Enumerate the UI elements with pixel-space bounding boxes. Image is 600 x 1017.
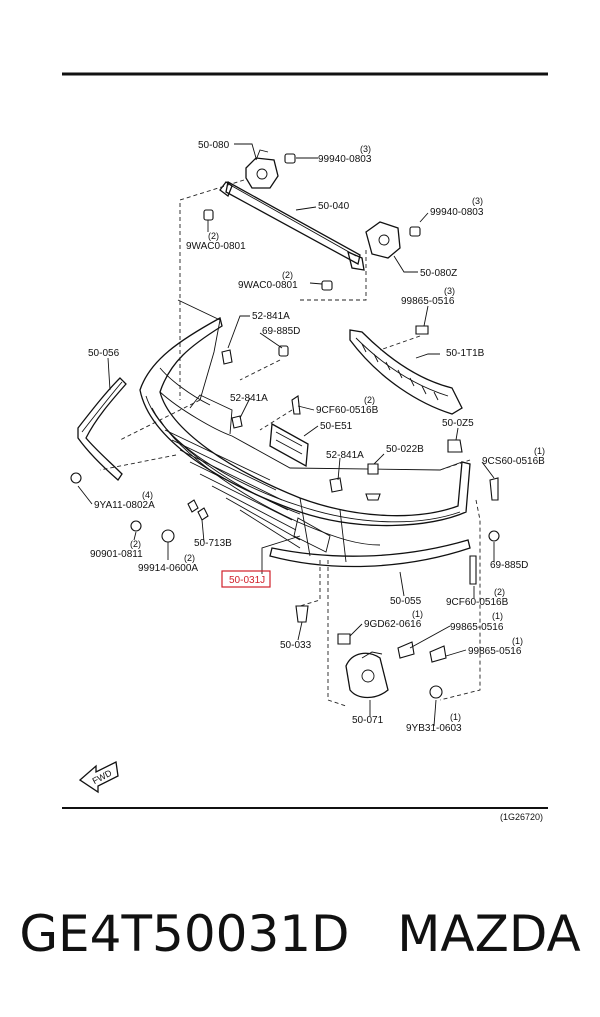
front-lip	[269, 539, 471, 568]
qty-99940-top: (3)	[360, 144, 371, 154]
label-99865-0516-top: 99865-0516	[401, 296, 455, 307]
label-9ya11-0802a: 9YA11-0802A	[94, 500, 155, 511]
qty-99865-top: (3)	[444, 286, 455, 296]
assembly-lines	[99, 179, 481, 707]
reinforcement-beam	[219, 181, 365, 271]
label-99940-0803-right: 99940-0803	[430, 207, 484, 218]
lamp-bracket	[345, 651, 389, 699]
label-50-0z5: 50-0Z5	[442, 418, 474, 429]
qty-99914: (2)	[184, 553, 195, 563]
nut-hardware	[203, 153, 421, 357]
label-50-713b: 50-713B	[194, 538, 232, 549]
parts-diagram: FWD 50-080 (3) 99940-0803 50-040 (3) 999…	[62, 72, 548, 822]
qty-9yb: (1)	[450, 712, 461, 722]
label-9yb31-0603: 9YB31-0603	[406, 723, 462, 734]
bracket-right	[365, 221, 401, 259]
label-9cs60-0516b: 9CS60-0516B	[482, 456, 545, 467]
fwd-arrow-icon: FWD	[78, 761, 119, 794]
highlight-box	[221, 570, 271, 588]
label-9cf60-0516b-low: 9CF60-0516B	[446, 597, 509, 608]
qty-90901: (2)	[130, 539, 141, 549]
label-90901-0811: 90901-0811	[90, 549, 143, 560]
small-hardware	[70, 325, 500, 699]
brand-name: MAZDA	[397, 905, 581, 963]
bumper-cover	[139, 299, 471, 563]
label-50-080: 50-080	[198, 140, 230, 151]
label-9wac0-0801-mid: 9WAC0-0801	[238, 280, 298, 291]
label-9gd62-0616: 9GD62-0616	[364, 619, 422, 630]
license-bracket	[269, 422, 309, 468]
qty-9ya: (4)	[142, 490, 153, 500]
label-50-040: 50-040	[318, 201, 350, 212]
part-labels: 50-080 (3) 99940-0803 50-040 (3) 99940-0…	[88, 140, 545, 822]
label-50-e51: 50-E51	[320, 421, 353, 432]
qty-99865-b: (1)	[512, 636, 523, 646]
label-50-056: 50-056	[88, 348, 120, 359]
label-50-080z: 50-080Z	[420, 268, 457, 279]
label-69-885d-top: 69-885D	[262, 326, 300, 337]
qty-99940-right: (3)	[472, 196, 483, 206]
label-50-055: 50-055	[390, 596, 422, 607]
qty-9cs: (1)	[534, 446, 545, 456]
label-9wac0-0801-left: 9WAC0-0801	[186, 241, 246, 252]
caption: GE4T50031D MAZDA	[0, 905, 600, 963]
diagram-reference: (1G26720)	[500, 812, 543, 822]
label-99940-0803-top: 99940-0803	[318, 154, 372, 165]
leader-lines	[77, 143, 495, 727]
qty-9cf-low: (2)	[494, 587, 505, 597]
label-52-841a-mid: 52-841A	[230, 393, 268, 404]
label-50-1t1b: 50-1T1B	[446, 348, 485, 359]
label-50-071: 50-071	[352, 715, 384, 726]
label-99914-0600a: 99914-0600A	[138, 563, 198, 574]
qty-9wac-mid: (2)	[282, 270, 293, 280]
label-99865-0516-a: 99865-0516	[450, 622, 504, 633]
qty-9cf-mid: (2)	[364, 395, 375, 405]
side-seal	[77, 377, 127, 481]
label-50-031j: 50-031J	[229, 575, 265, 586]
bracket-left	[245, 149, 279, 189]
qty-9gd: (1)	[412, 609, 423, 619]
label-50-022b: 50-022B	[386, 444, 424, 455]
part-number: GE4T50031D	[19, 905, 350, 963]
label-69-885d-low: 69-885D	[490, 560, 528, 571]
upper-grille	[349, 329, 463, 415]
label-99865-0516-b: 99865-0516	[468, 646, 522, 657]
label-9cf60-0516b-mid: 9CF60-0516B	[316, 405, 379, 416]
qty-99865-a: (1)	[492, 611, 503, 621]
label-52-841a-top: 52-841A	[252, 311, 290, 322]
label-50-033: 50-033	[280, 640, 312, 651]
label-52-841a-low: 52-841A	[326, 450, 364, 461]
qty-9wac-left: (2)	[208, 231, 219, 241]
